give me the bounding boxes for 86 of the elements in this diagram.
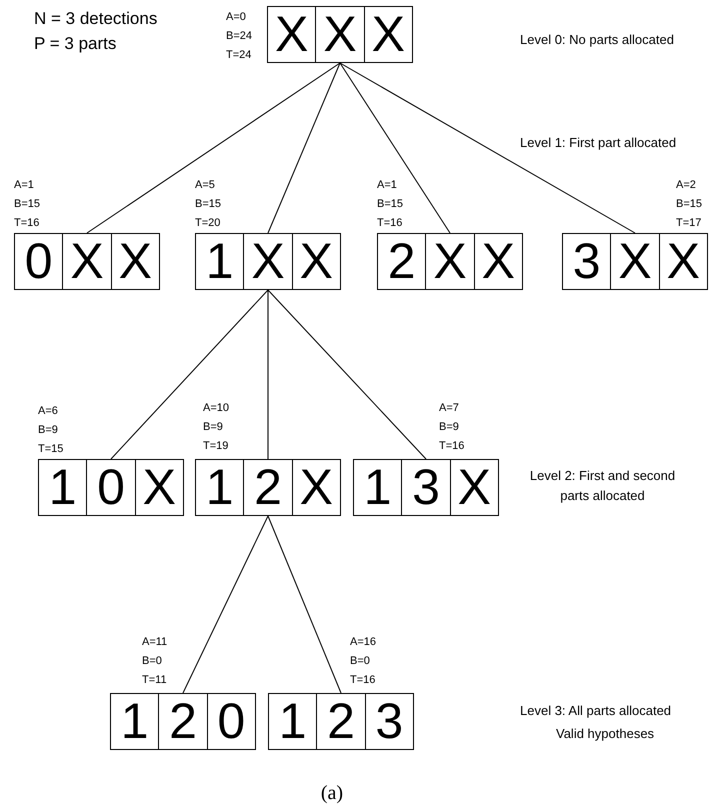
allocation-slot: X bbox=[660, 234, 707, 289]
hypothesis-box bbox=[562, 233, 708, 290]
allocation-slot: 2 bbox=[244, 460, 293, 515]
allocation-slot: 3 bbox=[402, 460, 451, 515]
allocation-slot: X bbox=[244, 234, 293, 289]
annotation-text: P = 3 parts bbox=[34, 33, 116, 55]
annotation-text: Level 3: All parts allocated bbox=[520, 702, 672, 720]
annotation-text: N = 3 detections bbox=[34, 8, 158, 30]
allocation-slot: X bbox=[474, 234, 522, 289]
score-label: A=7 bbox=[439, 401, 460, 416]
tree-branch-line bbox=[268, 290, 426, 460]
score-label: T=24 bbox=[226, 48, 252, 63]
score-label: B=15 bbox=[377, 197, 403, 212]
annotation-text: Valid hypotheses bbox=[556, 725, 654, 743]
hypothesis-box bbox=[195, 459, 341, 516]
allocation-slot: 0 bbox=[208, 694, 255, 749]
score-label: B=9 bbox=[439, 420, 460, 435]
allocation-slot: 1 bbox=[354, 460, 402, 515]
score-label: T=16 bbox=[439, 439, 464, 454]
allocation-slot: 2 bbox=[159, 694, 208, 749]
score-label: T=19 bbox=[203, 439, 229, 454]
tree-branch-line bbox=[268, 516, 342, 694]
allocation-slot: 1 bbox=[39, 460, 88, 515]
allocation-slot: 3 bbox=[563, 234, 612, 289]
allocation-slot: X bbox=[112, 234, 159, 289]
allocation-slot: X bbox=[292, 460, 340, 515]
tree-branch-line bbox=[340, 62, 636, 234]
annotation-text: Level 2: First and second parts allocated bbox=[528, 467, 676, 505]
allocation-slot: X bbox=[426, 234, 475, 289]
score-label: T=16 bbox=[377, 216, 403, 231]
score-label: B=0 bbox=[350, 654, 371, 669]
score-label: A=6 bbox=[38, 404, 59, 419]
allocation-slot: X bbox=[316, 7, 365, 62]
tree-branch-line bbox=[268, 62, 340, 234]
score-label: A=11 bbox=[142, 635, 168, 650]
allocation-slot: X bbox=[450, 460, 498, 515]
score-label: A=2 bbox=[676, 178, 697, 193]
allocation-slot: 0 bbox=[15, 234, 64, 289]
score-label: B=24 bbox=[226, 29, 252, 44]
score-label: B=15 bbox=[195, 197, 221, 212]
score-label: T=11 bbox=[142, 673, 168, 688]
annotation-text: Level 0: No parts allocated bbox=[520, 31, 674, 49]
hypothesis-box bbox=[110, 693, 256, 750]
allocation-slot: 0 bbox=[87, 460, 136, 515]
tree-branch-line bbox=[340, 62, 450, 234]
score-label: A=16 bbox=[350, 635, 376, 650]
score-label: T=16 bbox=[350, 673, 376, 688]
hypothesis-box bbox=[353, 459, 499, 516]
hypothesis-box bbox=[195, 233, 341, 290]
score-label: A=1 bbox=[377, 178, 398, 193]
allocation-slot: 1 bbox=[269, 694, 318, 749]
score-label: T=17 bbox=[676, 216, 702, 231]
allocation-slot: 1 bbox=[196, 460, 244, 515]
score-label: B=15 bbox=[14, 197, 40, 212]
tree-branch-line bbox=[110, 290, 268, 460]
tree-branch-line bbox=[182, 516, 268, 694]
score-label: A=5 bbox=[195, 178, 216, 193]
allocation-slot: 1 bbox=[196, 234, 244, 289]
score-label: A=0 bbox=[226, 10, 247, 25]
allocation-slot: X bbox=[63, 234, 112, 289]
score-label: B=0 bbox=[142, 654, 163, 669]
hypothesis-box bbox=[38, 459, 184, 516]
allocation-slot: X bbox=[364, 7, 412, 62]
allocation-slot: 3 bbox=[366, 694, 413, 749]
score-label: B=15 bbox=[676, 197, 702, 212]
hypothesis-box bbox=[377, 233, 523, 290]
hypothesis-box bbox=[267, 6, 413, 63]
score-label: A=10 bbox=[203, 401, 229, 416]
allocation-slot: X bbox=[268, 7, 316, 62]
score-label: B=9 bbox=[203, 420, 224, 435]
allocation-slot: 2 bbox=[378, 234, 426, 289]
score-label: T=16 bbox=[14, 216, 40, 231]
score-label: B=9 bbox=[38, 423, 59, 438]
allocation-slot: 2 bbox=[317, 694, 366, 749]
caption: (a) bbox=[320, 781, 344, 806]
allocation-slot: X bbox=[611, 234, 660, 289]
allocation-slot: 1 bbox=[111, 694, 160, 749]
hypothesis-box bbox=[268, 693, 414, 750]
allocation-slot: X bbox=[136, 460, 183, 515]
annotation-text: Level 1: First part allocated bbox=[520, 134, 676, 152]
score-label: T=20 bbox=[195, 216, 221, 231]
allocation-slot: X bbox=[292, 234, 340, 289]
hypothesis-box bbox=[14, 233, 160, 290]
score-label: A=1 bbox=[14, 178, 35, 193]
score-label: T=15 bbox=[38, 442, 64, 457]
tree-branch-line bbox=[86, 62, 340, 234]
